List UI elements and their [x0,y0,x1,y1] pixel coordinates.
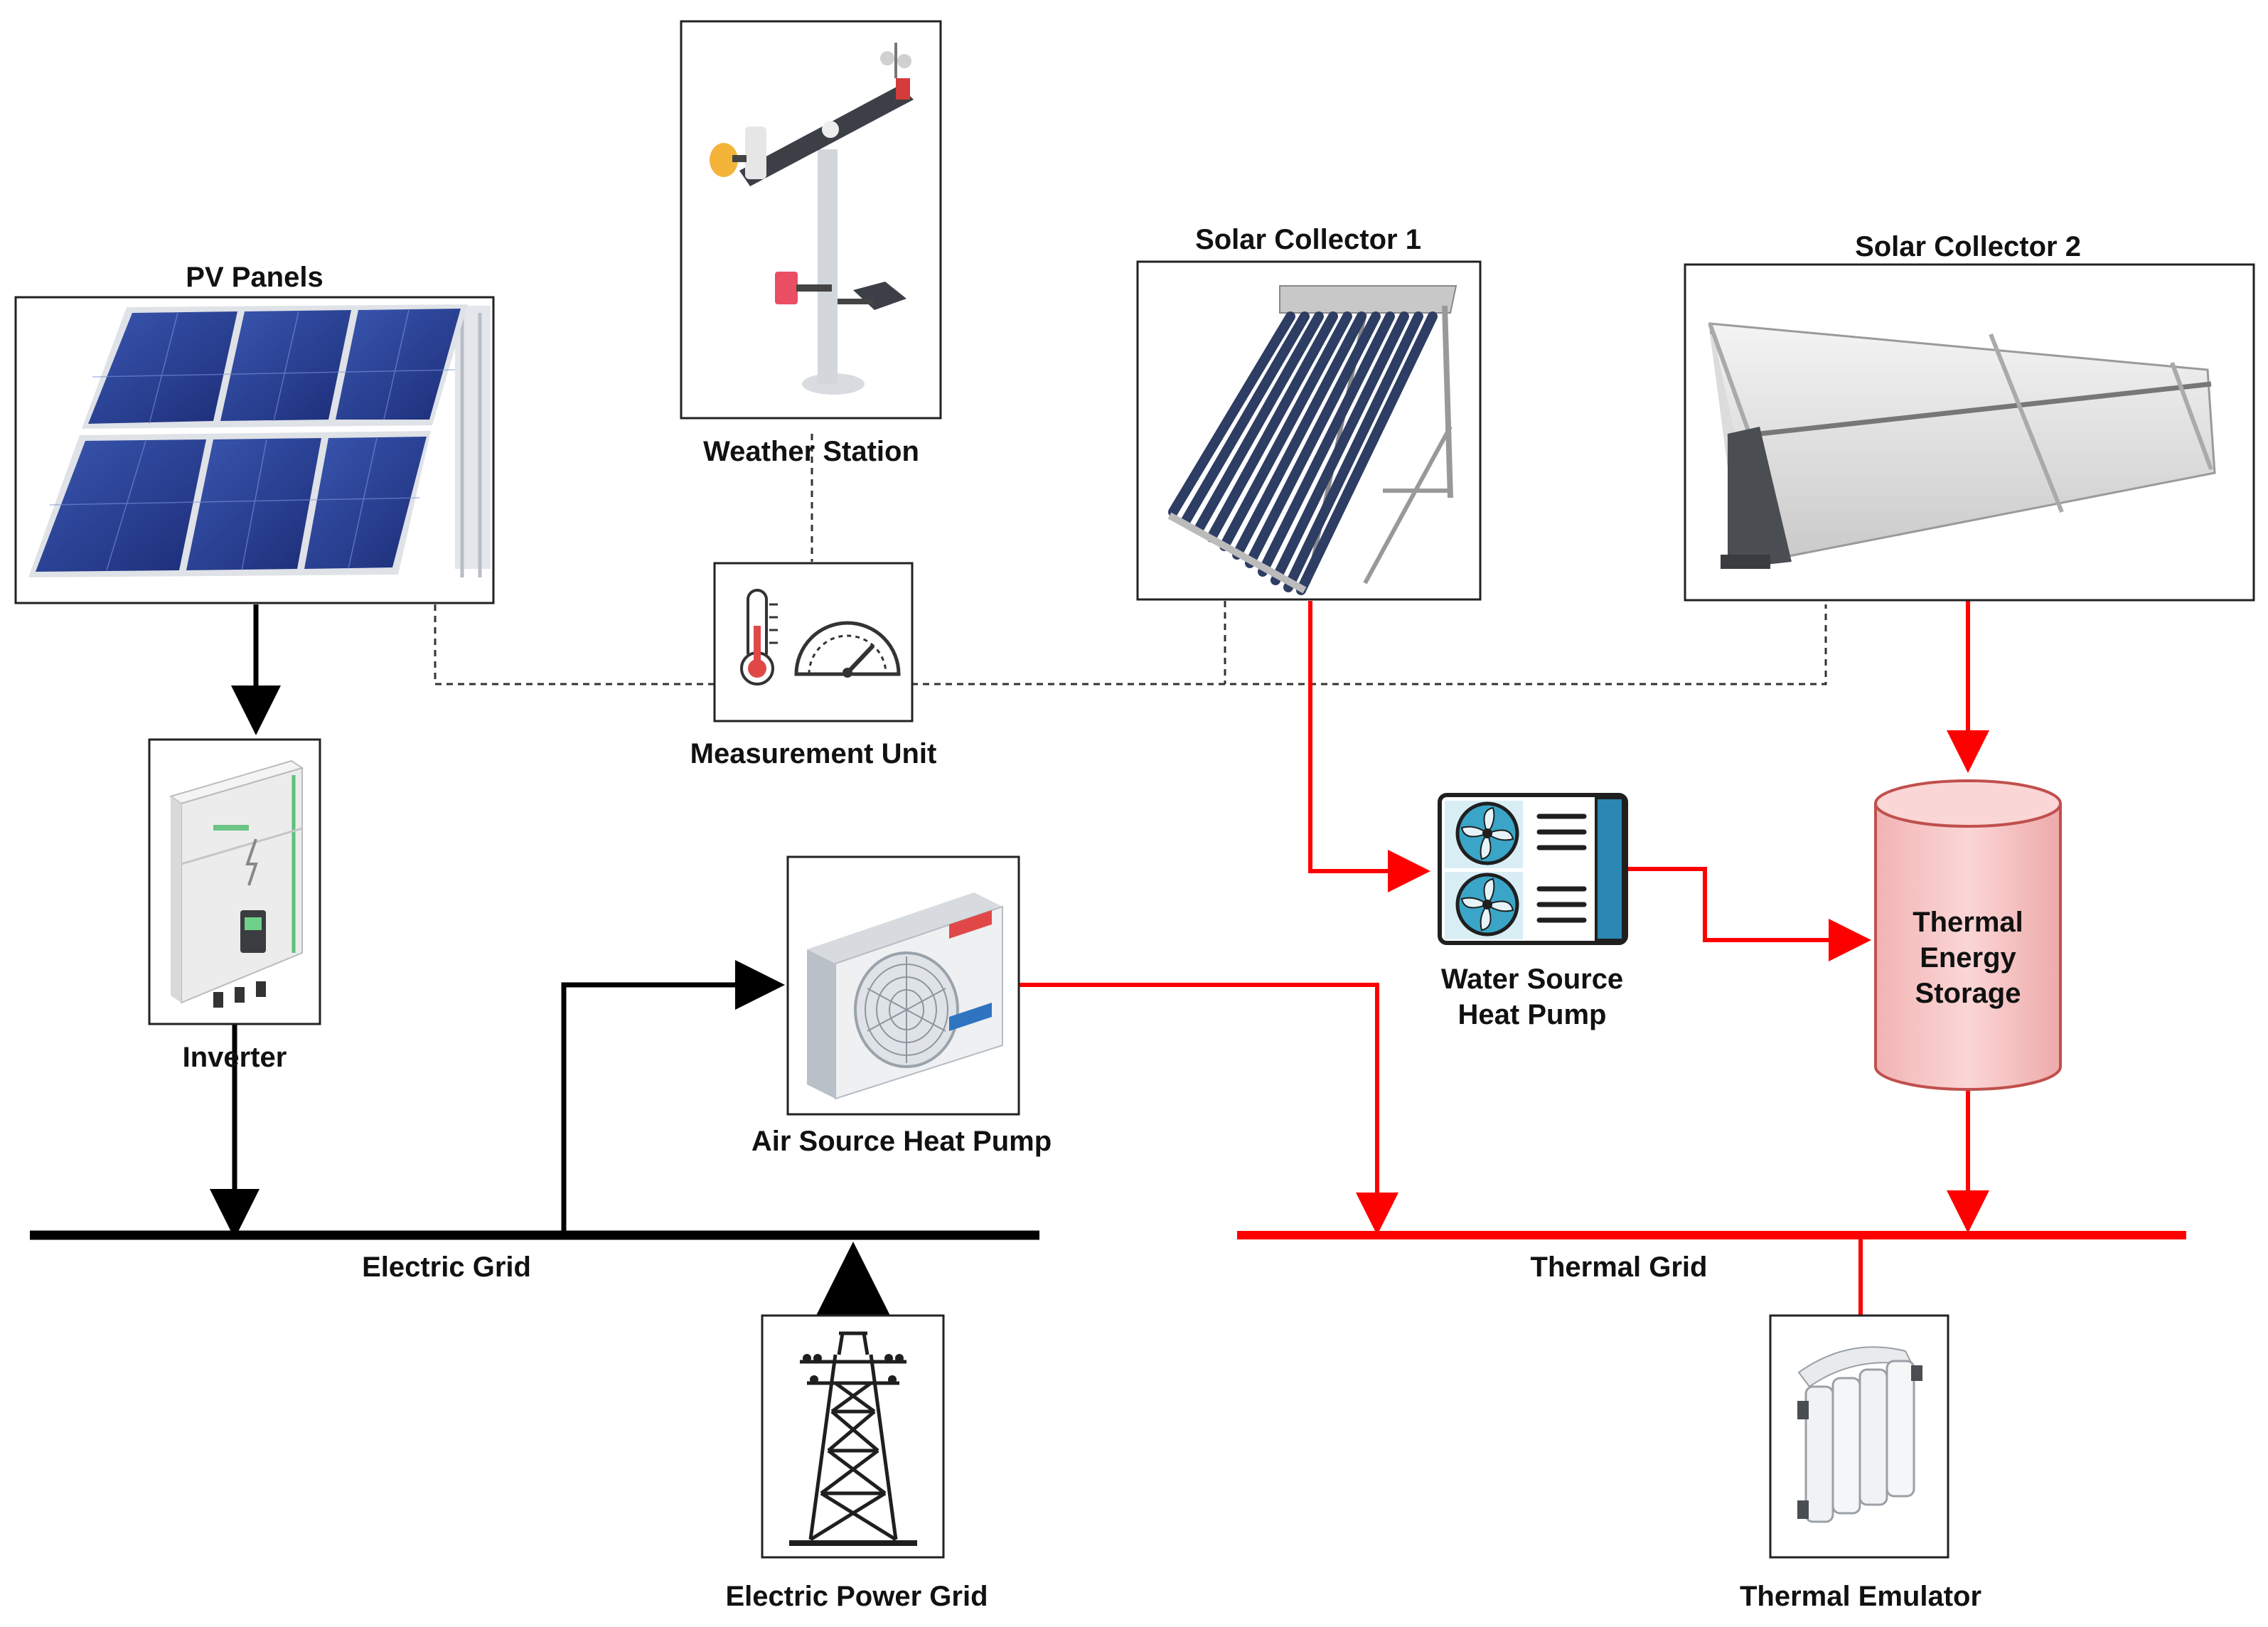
solar-panel-icon [28,304,491,577]
insulators-icon [803,1354,904,1384]
heat-pump-fans-icon [1438,793,1628,945]
thermal-emulator-label: Thermal Emulator [1740,1581,1981,1612]
weather-station[interactable]: Weather Station [680,20,942,467]
thermal-flows [1019,601,1989,1316]
air-conditioner-unit-icon [807,892,1003,1100]
pv-panels-label: PV Panels [186,262,323,293]
weather-station-label: Weather Station [703,436,919,467]
collector1-to-wshp-arrow [1308,601,1430,892]
thermal-energy-storage-label-2: Energy [1920,942,2016,973]
storage-tank-body [1874,804,2062,1091]
water-source-heat-pump[interactable]: Water Source Heat Pump [1438,793,1628,1030]
thermal-emulator[interactable]: Thermal Emulator [1740,1314,1981,1612]
air-source-heat-pump[interactable]: Air Source Heat Pump [751,855,1052,1157]
wshp-to-storage-arrow [1628,867,1871,961]
thermometer-icon [740,589,778,686]
inverter-icon [169,759,304,1008]
gauge-icon [794,621,901,678]
thermal-energy-storage-label-1: Thermal [1913,907,2023,938]
thermal-energy-storage[interactable]: Thermal Energy Storage [1874,779,2062,1091]
evacuated-tube-collector-icon [1167,285,1457,595]
grid-to-ashp-arrow [561,960,785,1235]
electric-power-grid[interactable]: Electric Power Grid [725,1314,988,1612]
weather-station-icon [710,43,914,395]
storage-tank-top [1874,779,2062,828]
thermal-grid-label: Thermal Grid [1531,1252,1708,1283]
electric-power-grid-label: Electric Power Grid [725,1581,988,1612]
transmission-tower-icon [789,1331,917,1546]
solar-collector-2-label: Solar Collector 2 [1855,231,2081,262]
electric-flows [210,604,896,1327]
measurement-unit[interactable]: Measurement Unit [690,562,937,769]
solar-collector-1[interactable]: Solar Collector 1 [1136,224,1482,601]
radiator-icon [1797,1346,1922,1523]
solar-collector-1-label: Solar Collector 1 [1195,224,1421,255]
water-source-heat-pump-label-2: Heat Pump [1458,999,1607,1030]
data-links [434,434,1827,686]
measurement-unit-label: Measurement Unit [690,738,937,769]
parabolic-trough-collector-icon [1708,322,2216,569]
solar-collector-2[interactable]: Solar Collector 2 [1684,231,2255,602]
collectors-link [911,604,1827,686]
pv-panels[interactable]: PV Panels [14,262,495,604]
pv-panels-link [434,604,715,686]
water-source-heat-pump-label-1: Water Source [1441,964,1623,995]
electric-grid-label: Electric Grid [362,1252,531,1283]
thermal-energy-storage-label-3: Storage [1915,978,2021,1009]
air-source-heat-pump-label: Air Source Heat Pump [751,1126,1052,1157]
ashp-to-thermal-grid-arrow [1019,983,1398,1235]
electric-power-grid-frame [761,1314,945,1559]
inverter-label: Inverter [183,1042,287,1073]
inverter[interactable]: Inverter [148,738,321,1073]
